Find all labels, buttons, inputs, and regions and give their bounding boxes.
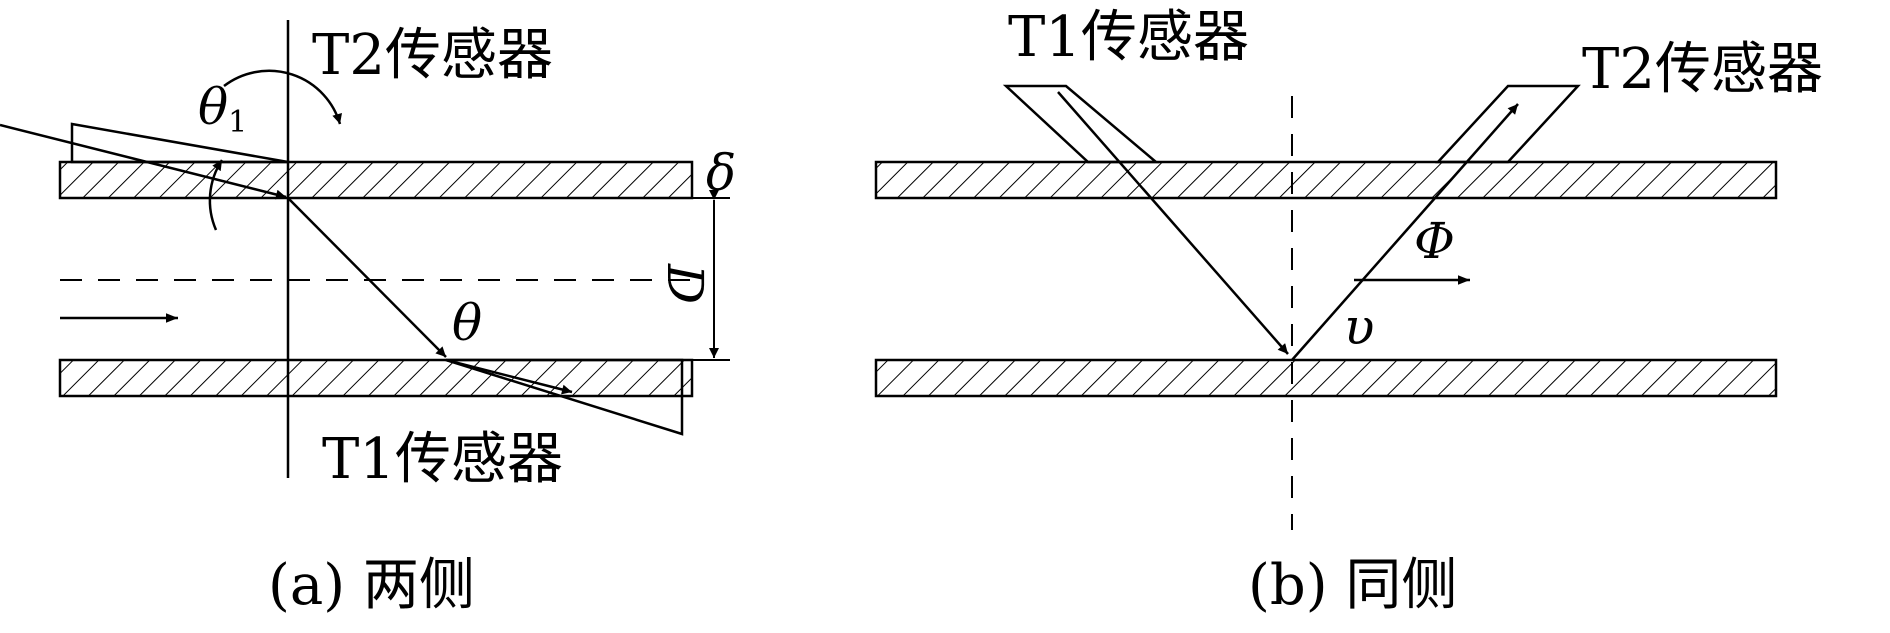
top-pipe-wall-b [874,160,1778,200]
top-transducer-wedge [70,122,289,164]
upward-sound-path [1291,103,1519,361]
theta-label: θ [452,294,482,352]
phi-label: Φ [1414,212,1455,270]
left-sensor-label: T1传感器 [1008,5,1249,70]
top-sensor-label: T2传感器 [312,23,553,88]
bottom-sensor-label: T1传感器 [322,427,563,492]
exit-ray [445,358,573,395]
bottom-transducer-wedge [445,358,684,436]
left-transducer-wedge [1002,84,1160,164]
top-pipe-wall [58,160,694,200]
bottom-pipe-wall-b [874,358,1778,398]
panel-b: T1传感器 T2传感器 Φ υ (b) 同侧 [874,5,1823,618]
right-sensor-label: T2传感器 [1582,37,1823,102]
right-transducer-wedge [1435,84,1581,164]
bottom-pipe-wall [58,358,694,398]
diameter-label: D [656,263,714,304]
downward-sound-path [1057,91,1289,355]
wall-thickness-label: δ [706,144,736,202]
caption-a: (a) 两侧 [268,553,475,618]
velocity-label: υ [1344,298,1374,356]
incident-ray [0,123,287,200]
panel-a: T2传感器 T1传感器 θ1 θ δ D (a) 两侧 [0,20,736,618]
theta1-lower-arc [208,159,224,231]
theta1-upper-arc [223,69,342,125]
theta1-label: θ1 [198,78,247,140]
diagonal-sound-path [287,197,447,358]
caption-b: (b) 同侧 [1248,553,1457,618]
